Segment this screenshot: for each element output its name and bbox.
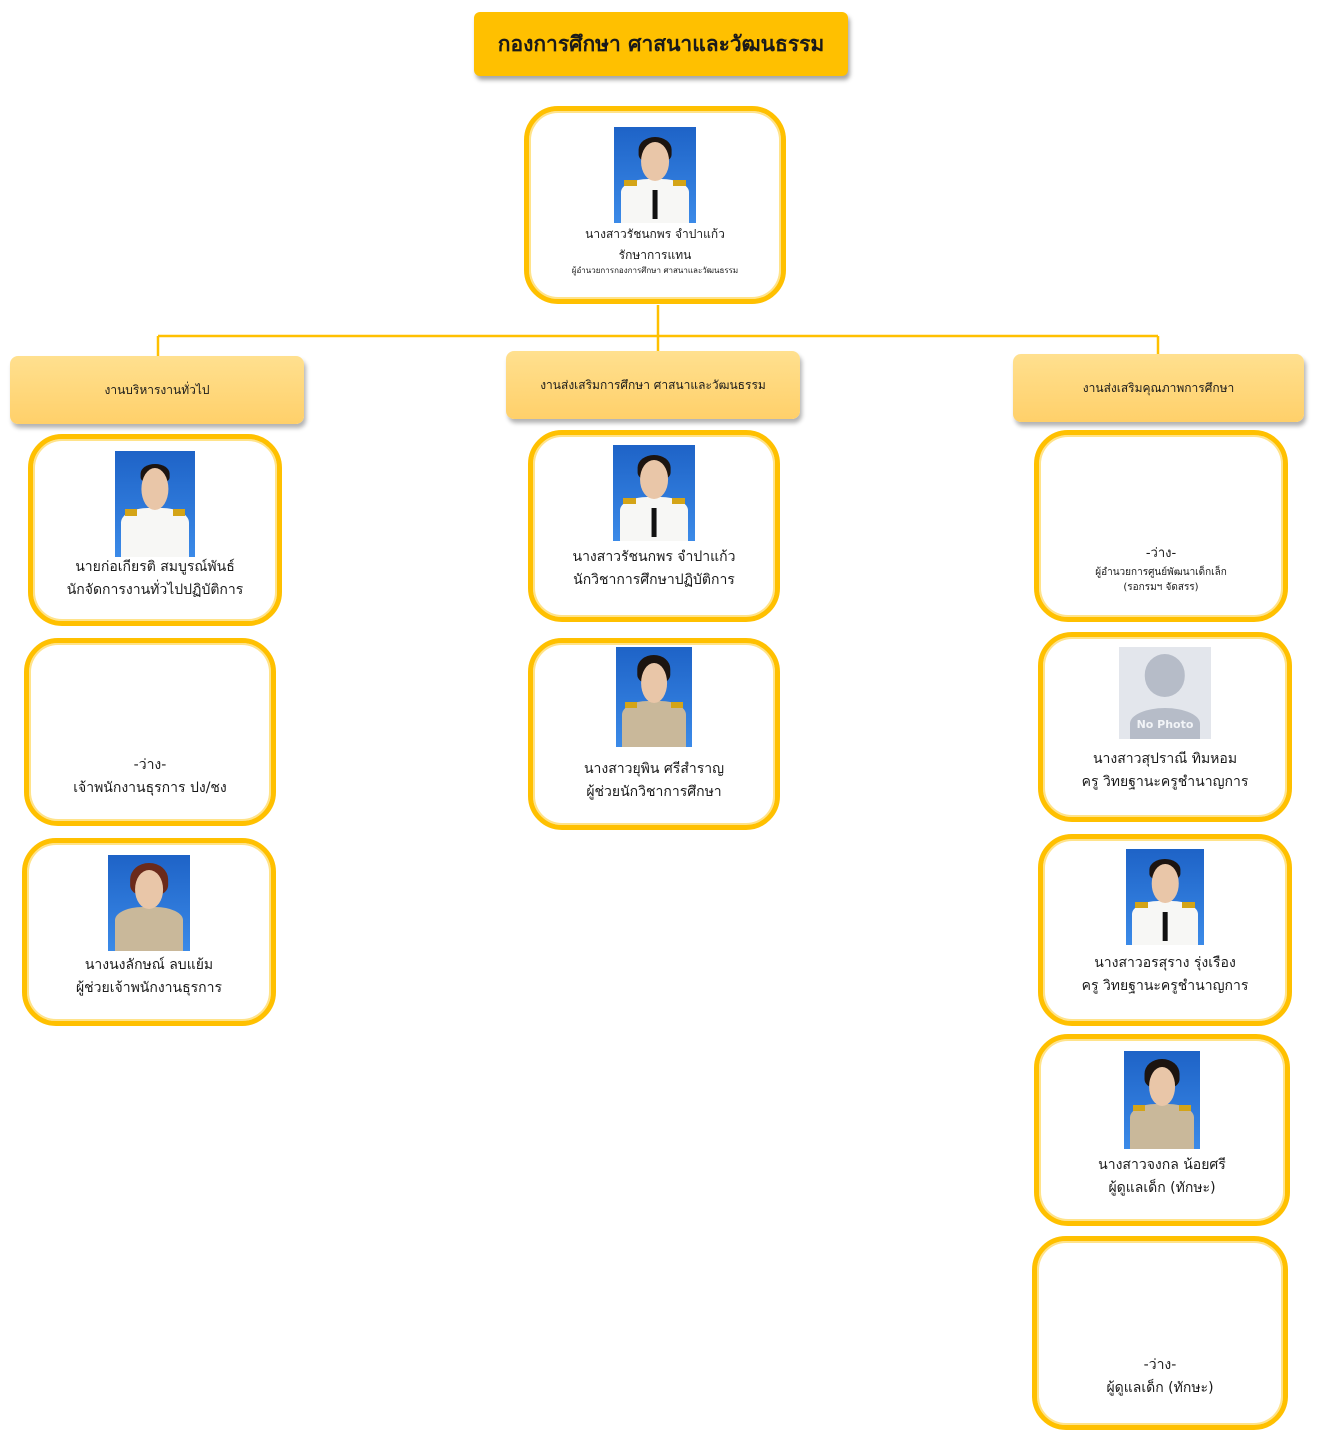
- staff-role: นักจัดการงานทั่วไปปฏิบัติการ: [66, 581, 244, 598]
- director-subrole: ผู้อำนวยการกองการศึกษา ศาสนาและวัฒนธรรม: [571, 266, 739, 275]
- staff-card-religion-2: นางสาวยุพิน ศรีสำราญ ผู้ช่วยนักวิชาการศึ…: [528, 638, 780, 830]
- staff-photo: [613, 445, 695, 541]
- header-religion: งานส่งเสริมการศึกษา ศาสนาและวัฒนธรรม: [506, 351, 800, 419]
- staff-photo: [108, 855, 190, 951]
- staff-name: นางสาวรัชนกพร จำปาแก้ว: [572, 549, 736, 566]
- director-role: รักษาการแทน: [618, 247, 692, 262]
- staff-card-general-2: -ว่าง- เจ้าพนักงานธุรการ ปง/ชง: [24, 638, 276, 826]
- staff-photo: [115, 451, 195, 557]
- header-quality: งานส่งเสริมคุณภาพการศึกษา: [1013, 354, 1304, 422]
- staff-role: ผู้ช่วยเจ้าพนักงานธุรการ: [75, 979, 223, 996]
- staff-card-religion-1: นางสาวรัชนกพร จำปาแก้ว นักวิชาการศึกษาปฏ…: [528, 430, 780, 622]
- staff-name: นางสาวสุปราณี ทิมหอม: [1092, 751, 1238, 768]
- staff-name: นางสาวจงกล น้อยศรี: [1098, 1157, 1226, 1174]
- director-photo: [614, 127, 696, 223]
- staff-card-quality-1: -ว่าง- ผู้อำนวยการศูนย์พัฒนาเด็กเล็ก (รอ…: [1034, 430, 1288, 622]
- staff-photo: [1126, 849, 1204, 945]
- header-general: งานบริหารงานทั่วไป: [10, 356, 304, 424]
- staff-card-general-3: นางนงลักษณ์ ลบแย้ม ผู้ช่วยเจ้าพนักงานธุร…: [22, 838, 276, 1026]
- staff-note: (รอกรมฯ จัดสรร): [1123, 582, 1199, 593]
- staff-role: ผู้ดูแลเด็ก (ทักษะ): [1108, 1179, 1216, 1196]
- staff-card-quality-4: นางสาวจงกล น้อยศรี ผู้ดูแลเด็ก (ทักษะ): [1034, 1034, 1290, 1226]
- staff-role: ครู วิทยฐานะครูชำนาญการ: [1081, 773, 1249, 790]
- director-name: นางสาวรัชนกพร จำปาแก้ว: [585, 227, 725, 242]
- header-religion-text: งานส่งเสริมการศึกษา ศาสนาและวัฒนธรรม: [540, 377, 766, 392]
- staff-photo: [1124, 1051, 1200, 1149]
- staff-name: นางนงลักษณ์ ลบแย้ม: [84, 957, 214, 974]
- staff-card-quality-3: นางสาวอรสุราง รุ่งเรือง ครู วิทยฐานะครูช…: [1038, 834, 1292, 1026]
- staff-card-quality-2: No Photo นางสาวสุปราณี ทิมหอม ครู วิทยฐา…: [1038, 632, 1292, 822]
- staff-name: นางสาวยุพิน ศรีสำราญ: [583, 761, 725, 778]
- no-photo-text: No Photo: [1136, 718, 1194, 731]
- staff-name: นายก่อเกียรติ สมบูรณ์พันธ์: [75, 559, 235, 576]
- staff-name: -ว่าง-: [1143, 1357, 1177, 1374]
- staff-name: -ว่าง-: [1145, 546, 1177, 562]
- header-general-text: งานบริหารงานทั่วไป: [104, 382, 210, 397]
- staff-role: ผู้ช่วยนักวิชาการศึกษา: [586, 783, 722, 800]
- staff-card-quality-5: -ว่าง- ผู้ดูแลเด็ก (ทักษะ): [1032, 1236, 1288, 1430]
- staff-name: นางสาวอรสุราง รุ่งเรือง: [1094, 955, 1236, 972]
- director-card: นางสาวรัชนกพร จำปาแก้ว รักษาการแทน ผู้อำ…: [524, 106, 786, 304]
- staff-card-general-1: นายก่อเกียรติ สมบูรณ์พันธ์ นักจัดการงานท…: [28, 434, 282, 626]
- org-title-text: กองการศึกษา ศาสนาและวัฒนธรรม: [497, 31, 825, 56]
- staff-role: ผู้ดูแลเด็ก (ทักษะ): [1106, 1379, 1214, 1396]
- staff-role: ผู้อำนวยการศูนย์พัฒนาเด็กเล็ก: [1095, 567, 1227, 578]
- staff-name: -ว่าง-: [133, 757, 167, 774]
- staff-role: เจ้าพนักงานธุรการ ปง/ชง: [73, 779, 227, 796]
- no-photo-placeholder: No Photo: [1119, 647, 1211, 739]
- staff-role: นักวิชาการศึกษาปฏิบัติการ: [573, 571, 735, 588]
- staff-photo: [616, 647, 692, 747]
- header-quality-text: งานส่งเสริมคุณภาพการศึกษา: [1082, 380, 1235, 395]
- org-title: กองการศึกษา ศาสนาและวัฒนธรรม: [474, 12, 848, 76]
- staff-role: ครู วิทยฐานะครูชำนาญการ: [1081, 977, 1249, 994]
